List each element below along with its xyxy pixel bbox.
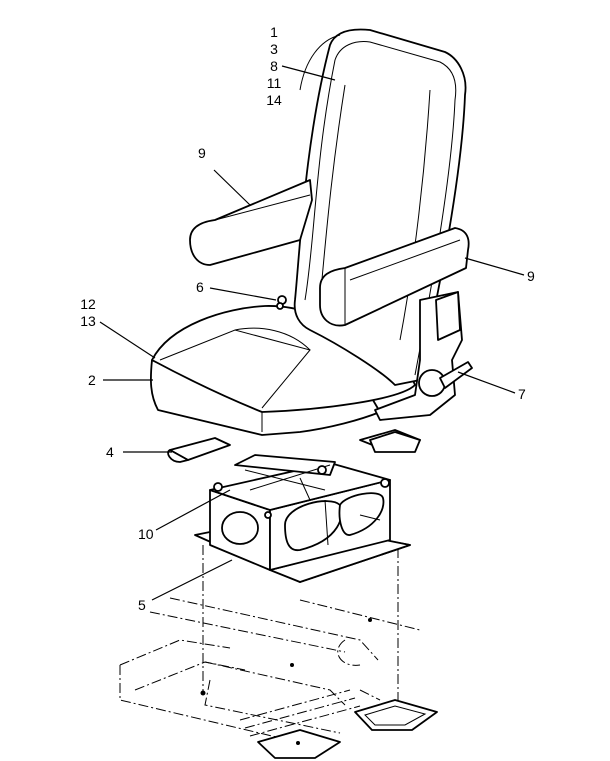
callout-seat-cushion: 2 <box>88 372 96 388</box>
callout-recline-knob: 6 <box>196 279 204 295</box>
recline-knob <box>276 295 287 310</box>
leader-lines <box>99 65 525 601</box>
callout-fore-aft-lever: 4 <box>106 444 114 460</box>
callout-14: 14 <box>266 92 282 108</box>
armrest-left <box>189 179 313 266</box>
callout-left-stack: 12 13 <box>77 296 99 330</box>
callout-13: 13 <box>80 313 96 329</box>
callout-armrest-right: 9 <box>527 268 535 284</box>
callout-base-riser: 5 <box>138 597 146 613</box>
callout-3: 3 <box>270 41 278 57</box>
callout-1: 1 <box>270 24 278 40</box>
callout-armrest-left: 9 <box>198 145 206 161</box>
fore-aft-lever <box>167 437 231 463</box>
callout-8: 8 <box>270 58 278 74</box>
callout-suspension: 10 <box>138 526 154 542</box>
base-riser-box <box>194 462 411 583</box>
recline-side-panel <box>369 291 473 453</box>
armrest-right <box>319 227 470 327</box>
callout-handle-lever: 7 <box>518 386 526 402</box>
floor-pad-front <box>354 699 438 731</box>
floor-pad-rear <box>257 729 341 759</box>
callout-12: 12 <box>80 296 96 312</box>
callout-top-stack: 1 3 8 11 14 <box>262 24 286 109</box>
callout-11: 11 <box>266 75 282 91</box>
